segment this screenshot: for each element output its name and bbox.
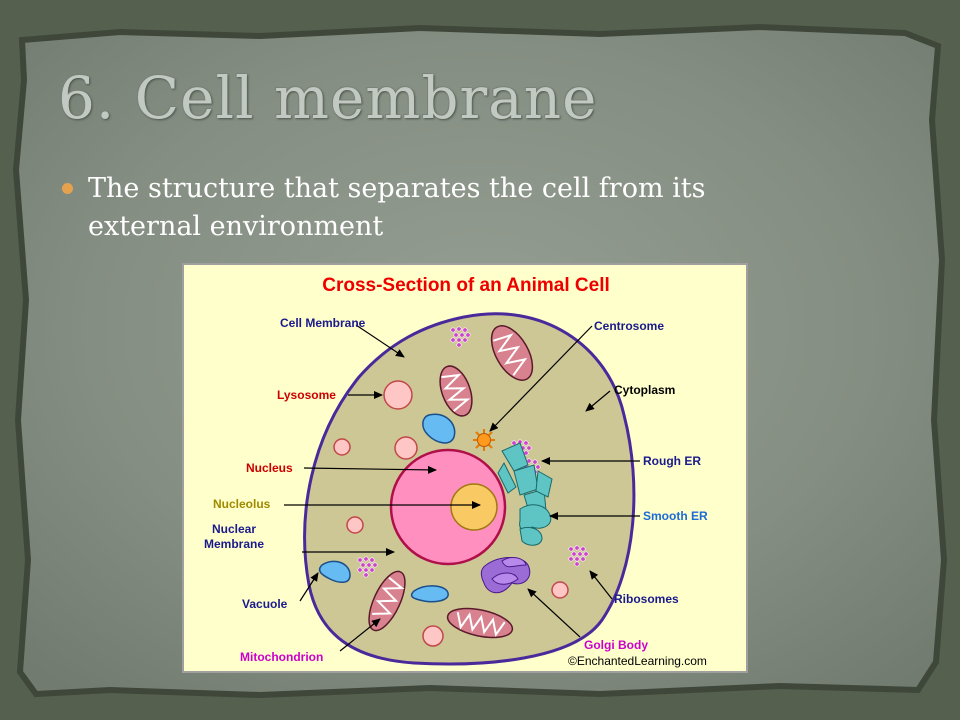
label-lysosome: Lysosome — [277, 388, 336, 402]
vacuole — [318, 560, 351, 583]
bullet-text: The structure that separates the cell fr… — [88, 173, 706, 242]
label-mitochondrion: Mitochondrion — [240, 650, 323, 664]
label-nuclear-line2: Membrane — [204, 537, 264, 551]
lysosome — [333, 438, 351, 456]
label-centrosome: Centrosome — [594, 319, 664, 333]
slide-title: 6. Cell membrane — [58, 64, 598, 132]
cell-diagram: Cross-Section of an Animal Cell — [182, 263, 748, 673]
lysosome — [346, 516, 364, 534]
vacuole — [410, 585, 449, 603]
label-ribosomes: Ribosomes — [614, 592, 679, 606]
bullet-item: The structure that separates the cell fr… — [62, 170, 822, 246]
smooth-er — [519, 504, 552, 546]
bullet-dot-icon — [62, 183, 73, 194]
label-golgi-body: Golgi Body — [584, 638, 648, 652]
centrosome-icon — [473, 429, 495, 451]
label-rough-er: Rough ER — [643, 454, 701, 468]
bullet-list: The structure that separates the cell fr… — [62, 170, 822, 246]
nucleus — [389, 448, 507, 566]
label-smooth-er: Smooth ER — [643, 509, 708, 523]
vacuole — [422, 413, 456, 444]
label-cell-membrane: Cell Membrane — [280, 316, 366, 330]
lysosome — [394, 436, 418, 460]
lysosome — [551, 581, 569, 599]
nucleolus — [450, 483, 498, 531]
golgi-body — [480, 557, 531, 594]
lysosome — [422, 625, 444, 647]
label-cytoplasm: Cytoplasm — [614, 383, 675, 397]
mitochondrion-top-1 — [490, 325, 534, 381]
label-nuclear-line1: Nuclear — [212, 522, 256, 536]
lysosome — [383, 380, 413, 410]
label-nucleolus: Nucleolus — [213, 497, 271, 511]
diagram-title: Cross-Section of an Animal Cell — [322, 275, 610, 296]
mitochondrion-bottom-mid — [446, 607, 514, 639]
copyright-text: ©EnchantedLearning.com — [568, 654, 707, 668]
label-vacuole: Vacuole — [242, 597, 288, 611]
label-nucleus: Nucleus — [246, 461, 293, 475]
mitochondrion-top-2 — [439, 365, 473, 417]
mitochondrion-bottom-left — [368, 570, 406, 632]
cell-diagram-svg: Cross-Section of an Animal Cell — [204, 275, 708, 668]
